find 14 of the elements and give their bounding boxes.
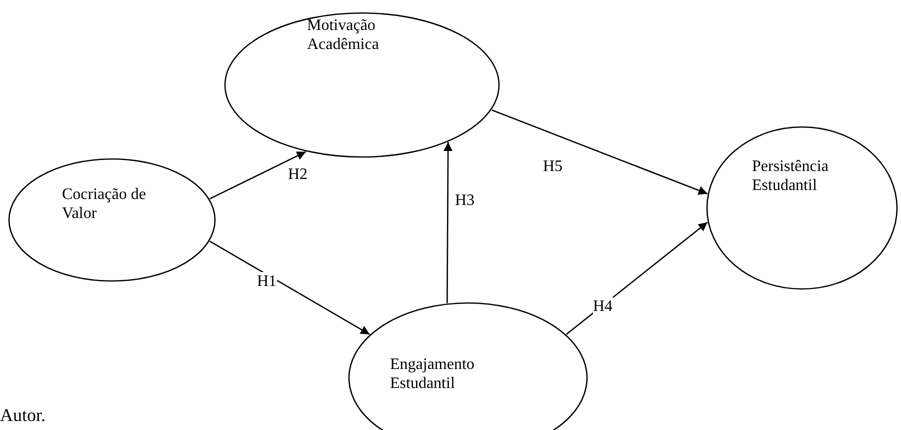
node-label: Persistência Estudantil bbox=[752, 157, 830, 196]
ellipse-node bbox=[706, 126, 898, 290]
edge-label: H4 bbox=[593, 297, 613, 316]
arrow bbox=[444, 142, 453, 304]
arrow bbox=[209, 151, 306, 200]
arrow bbox=[209, 240, 370, 335]
node-label: Cocriação de Valor bbox=[62, 185, 147, 224]
ellipse-node bbox=[224, 12, 500, 158]
arrow bbox=[566, 222, 708, 335]
ellipse-node bbox=[8, 158, 216, 282]
arrow bbox=[491, 109, 708, 195]
source-note: Autor. bbox=[0, 405, 46, 427]
node-label: Motivação Acadêmica bbox=[307, 16, 380, 54]
node-label: Engajamento Estudantil bbox=[390, 355, 476, 394]
